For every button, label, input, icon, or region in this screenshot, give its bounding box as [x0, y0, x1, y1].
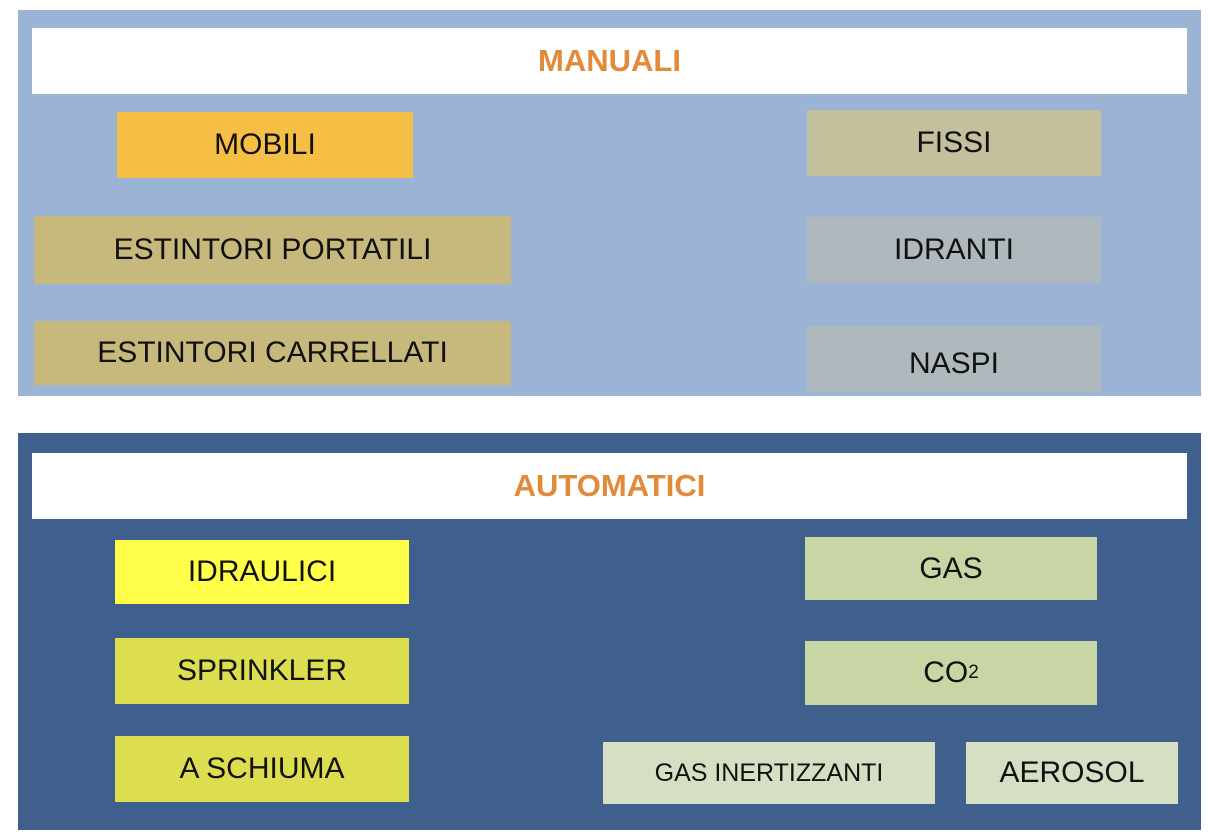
automatici-title: AUTOMATICI — [32, 453, 1187, 519]
manuali-title: MANUALI — [32, 28, 1187, 94]
gas-inertizzanti-box: GAS INERTIZZANTI — [603, 742, 935, 804]
estintori-carrellati-box: ESTINTORI CARRELLATI — [34, 321, 511, 385]
co2-main-text: CO — [923, 656, 969, 689]
idraulici-box: IDRAULICI — [115, 540, 409, 604]
mobili-box: MOBILI — [117, 112, 413, 178]
sprinkler-box: SPRINKLER — [115, 638, 409, 704]
aerosol-box: AEROSOL — [966, 742, 1178, 804]
automatici-panel: AUTOMATICI IDRAULICI SPRINKLER A SCHIUMA… — [18, 433, 1201, 830]
estintori-portatili-box: ESTINTORI PORTATILI — [34, 216, 511, 284]
idranti-box: IDRANTI — [807, 217, 1101, 283]
gas-box: GAS — [805, 537, 1097, 600]
a-schiuma-box: A SCHIUMA — [115, 736, 409, 802]
manuali-panel: MANUALI MOBILI ESTINTORI PORTATILI ESTIN… — [18, 10, 1201, 396]
fissi-box: FISSI — [807, 110, 1101, 176]
naspi-box: NASPI — [807, 326, 1101, 392]
